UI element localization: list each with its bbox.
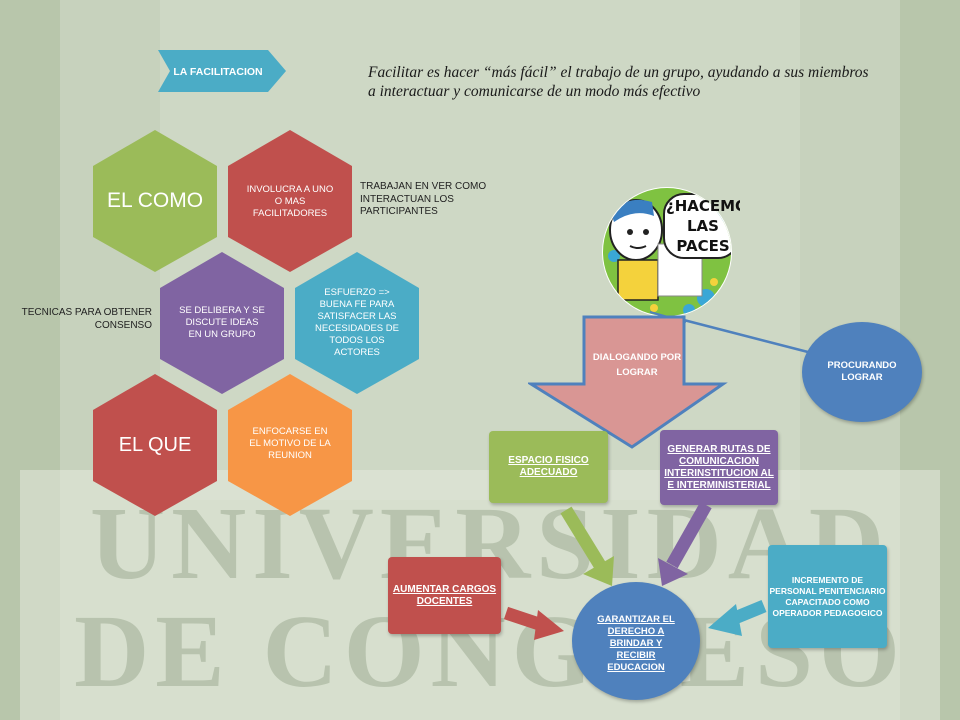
- hex-involucra: [228, 130, 352, 272]
- box-generar-rutas: GENERAR RUTAS DE COMUNICACION INTERINSTI…: [660, 430, 778, 505]
- note-tecnicas: TECNICAS PARA OBTENER CONSENSO: [21, 307, 152, 331]
- hex-enfocarse-label: ENFOCARSE EN EL MOTIVO DE LA REUNION: [249, 426, 331, 461]
- background-watermark: UNIVERSIDAD DE CONGRESO: [74, 486, 906, 709]
- hex-enfocarse: [228, 374, 352, 516]
- badge-text: ¿HACEMOS LAS PACES: [666, 197, 740, 255]
- hex-el-que: [93, 374, 217, 516]
- title-tag: LA FACILITACION: [173, 66, 263, 78]
- hex-el-que-label: EL QUE: [118, 433, 192, 456]
- box-espacio-fisico: ESPACIO FISICO ADECUADO: [489, 431, 608, 503]
- quote-line-1: Facilitar es hacer “más fácil” el trabaj…: [368, 64, 869, 81]
- title-tag-shape: [158, 50, 286, 92]
- note-trabajan: TRABAJAN EN VER COMO INTERACTUAN LOS PAR…: [360, 181, 487, 217]
- garantizar-circle: [572, 582, 700, 700]
- dialogando-label: DIALOGANDO POR LOGRAR: [592, 352, 682, 378]
- definition-quote: Facilitar es hacer “más fácil” el trabaj…: [368, 63, 888, 101]
- hex-el-como-label: EL COMO: [106, 189, 204, 212]
- procurando-circle: [802, 322, 922, 422]
- box-incremento-personal: INCREMENTO DE PERSONAL PENITENCIARIO CAP…: [768, 545, 887, 648]
- hacemos-las-paces-badge: [602, 187, 732, 317]
- hex-esfuerzo: [295, 252, 419, 394]
- hex-esfuerzo-label: ESFUERZO => BUENA FE PARA SATISFACER LAS…: [315, 287, 399, 358]
- box-aumentar-cargos: AUMENTAR CARGOS DOCENTES: [388, 557, 501, 634]
- garantizar-label: GARANTIZAR EL DERECHO A BRINDAR Y RECIBI…: [597, 614, 675, 673]
- hex-involucra-label: INVOLUCRA A UNO O MAS FACILITADORES: [246, 184, 334, 219]
- quote-line-2: a interactuar y comunicarse de un modo m…: [368, 83, 701, 100]
- hex-se-delibera: [160, 252, 284, 394]
- procurando-label: PROCURANDO LOGRAR: [827, 360, 897, 383]
- hex-se-delibera-label: SE DELIBERA Y SE DISCUTE IDEAS EN UN GRU…: [179, 305, 265, 340]
- hex-el-como: [93, 130, 217, 272]
- dialogando-arrow: [528, 315, 728, 449]
